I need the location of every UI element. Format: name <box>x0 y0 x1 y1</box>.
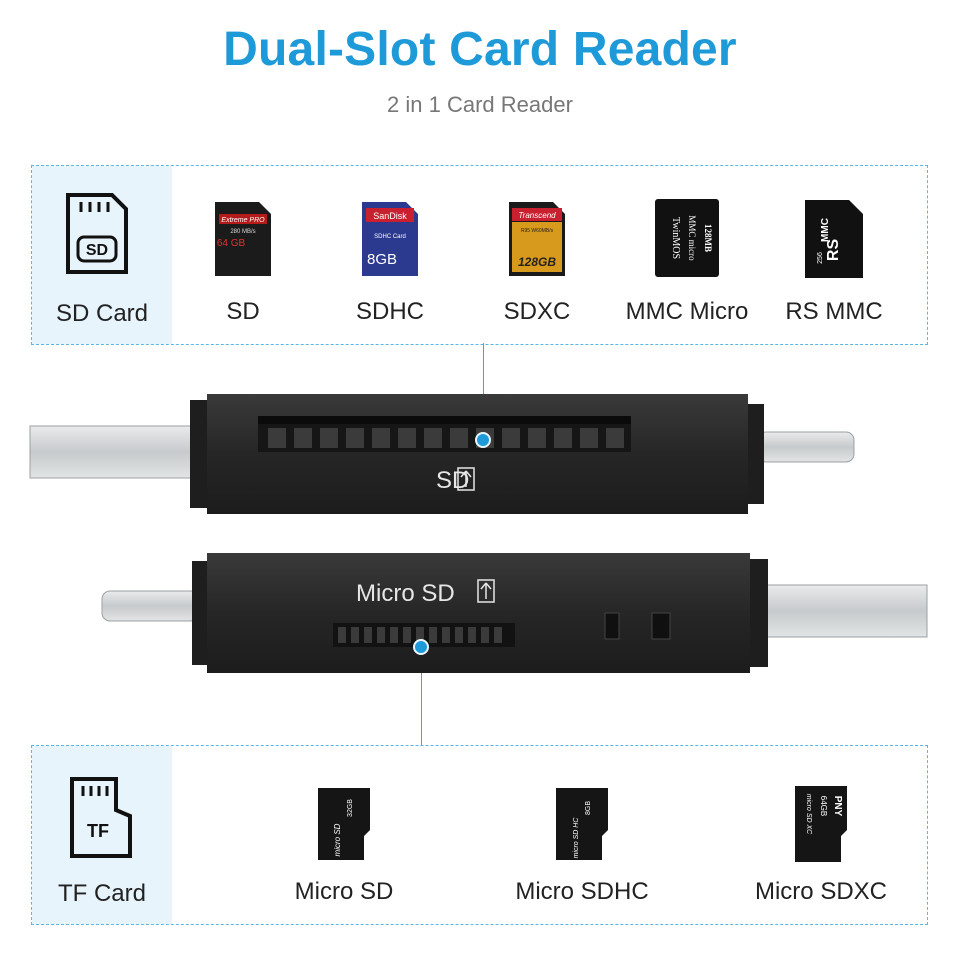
card-label-micro-sdhc: Micro SDHC <box>515 878 649 905</box>
card-micro-sd: 32GB micro SD Micro SD <box>274 746 414 924</box>
card-sd: Extreme PRO 280 MB/s 64 GB SD <box>198 166 288 344</box>
sd-card-panel: SD SD Card Extreme PRO 280 MB/s 64 GB SD… <box>31 165 928 345</box>
micro-slot-marker-dot <box>413 639 429 655</box>
page-title: Dual-Slot Card Reader <box>223 23 737 76</box>
sdxc-card-brand: Transcend <box>518 211 556 220</box>
rs-mmc-capacity: 256 <box>817 252 824 264</box>
card-label-sdxc: SDXC <box>503 298 571 325</box>
mmc-micro-type: MMC micro <box>687 215 697 261</box>
sdxc-card-capacity: 128GB <box>518 255 556 269</box>
card-micro-sdxc: PNY 64GB micro SD XC Micro SDXC <box>736 746 906 924</box>
micro-sdxc-card-image: PNY 64GB micro SD XC <box>795 786 847 862</box>
rs-mmc-mmc: MMC <box>820 218 831 242</box>
mmc-micro-card-image: 128MB MMC micro TwinMOS <box>655 199 719 277</box>
tf-icon-text: TF <box>87 821 109 841</box>
micro-sdxc-logo: micro SD XC <box>805 794 812 835</box>
micro-sdxc-capacity: 64GB <box>819 796 828 816</box>
mmc-micro-capacity: 128MB <box>703 224 713 252</box>
micro-sd-capacity: 32GB <box>347 799 354 817</box>
micro-sdhc-logo: micro SD HC <box>573 817 580 859</box>
micro-sdxc-brand: PNY <box>832 796 843 817</box>
sd-card-image: Extreme PRO 280 MB/s 64 GB <box>215 202 271 276</box>
card-mmc-micro: 128MB MMC micro TwinMOS MMC Micro <box>617 166 757 344</box>
card-label-rs-mmc: RS MMC <box>785 298 883 325</box>
sdxc-card-image: Transcend R95 W60MB/s 128GB <box>509 202 565 276</box>
sd-card-outline-icon: SD <box>66 193 128 274</box>
tf-card-panel: TF TF Card 32GB micro SD Micro SD 8GB mi… <box>31 745 928 925</box>
card-sdhc: SanDisk SDHC Card 8GB SDHC <box>340 166 440 344</box>
card-label-mmc-micro: MMC Micro <box>625 298 749 325</box>
card-label-micro-sdxc: Micro SDXC <box>754 878 887 905</box>
sdhc-card-image: SanDisk SDHC Card 8GB <box>362 202 418 276</box>
card-reader-microsd-side: Micro SD <box>101 553 928 673</box>
micro-sdhc-capacity: 8GB <box>585 801 592 815</box>
tf-card-side-label: TF Card <box>57 880 146 907</box>
card-label-sd: SD <box>226 298 260 325</box>
card-label-sdhc: SDHC <box>355 298 424 325</box>
sd-card-speed: 280 MB/s <box>230 229 255 235</box>
card-micro-sdhc: 8GB micro SD HC Micro SDHC <box>502 746 662 924</box>
sd-slot-leader-line <box>483 343 484 439</box>
sd-card-side-panel: SD SD Card <box>32 166 172 344</box>
micro-insert-arrow-icon <box>477 579 495 603</box>
micro-sd-logo: micro SD <box>333 823 342 856</box>
sd-slot-marker-dot <box>475 432 491 448</box>
sd-insert-arrow-icon <box>457 467 475 491</box>
rs-mmc-card-image: 256 RS MMC <box>805 200 863 278</box>
mmc-micro-brand: TwinMOS <box>670 217 681 259</box>
sd-card-capacity: 64 GB <box>217 238 246 249</box>
sdxc-card-speed: R95 W60MB/s <box>521 228 554 234</box>
sdhc-card-brand: SanDisk <box>373 211 407 221</box>
sdhc-card-type: SDHC Card <box>374 234 406 240</box>
micro-slot-label: Micro SD <box>356 580 455 607</box>
sdhc-card-capacity: 8GB <box>367 251 397 268</box>
micro-sdhc-card-image: 8GB micro SD HC <box>556 788 608 860</box>
card-sdxc: Transcend R95 W60MB/s 128GB SDXC <box>487 166 587 344</box>
card-reader-sd-side: SD <box>29 394 855 514</box>
micro-slot-leader-line <box>421 648 422 745</box>
tf-card-outline-icon: TF <box>70 777 132 858</box>
page-subtitle: 2 in 1 Card Reader <box>387 92 573 117</box>
card-label-micro-sd: Micro SD <box>294 878 394 905</box>
card-rs-mmc: 256 RS MMC RS MMC <box>774 166 894 344</box>
sd-card-brand: Extreme PRO <box>221 217 265 224</box>
sd-card-side-label: SD Card <box>55 300 149 327</box>
sd-icon-text: SD <box>86 242 108 259</box>
rs-mmc-rs: RS <box>825 239 842 262</box>
tf-card-side-panel: TF TF Card <box>32 746 172 924</box>
micro-sd-card-image: 32GB micro SD <box>318 788 370 860</box>
